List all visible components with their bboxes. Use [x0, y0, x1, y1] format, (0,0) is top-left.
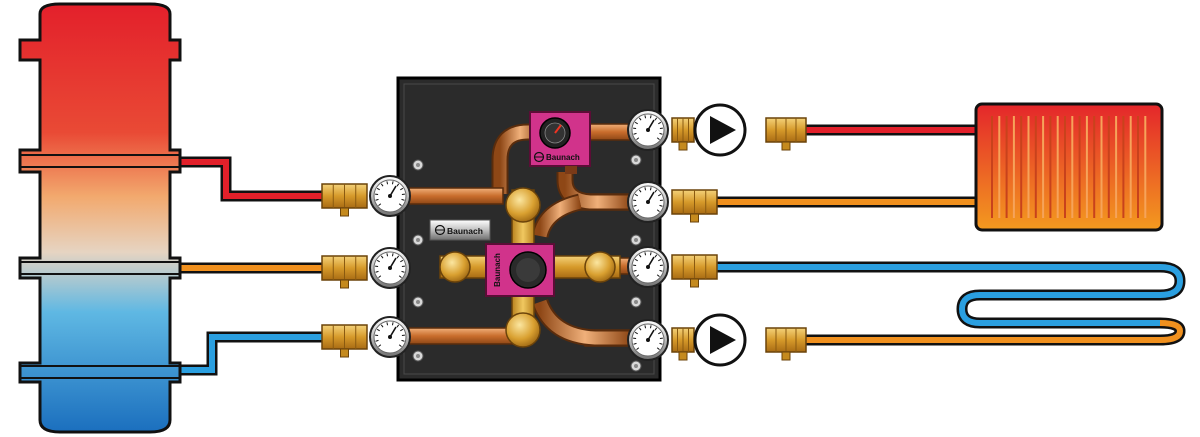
pump-top — [693, 103, 747, 157]
fitting-left-2 — [321, 255, 368, 289]
panel-nameplate: Baunach — [429, 219, 491, 241]
bolt-icon — [630, 360, 642, 372]
valve-top-brand-label: Baunach — [546, 153, 580, 162]
gauge-dial-icon — [369, 316, 411, 358]
fitting-right-1 — [671, 117, 695, 151]
bolt-icon — [630, 154, 642, 166]
fitting-pump-top — [765, 117, 807, 151]
panel-brand-label: Baunach — [447, 226, 483, 236]
baunach-logo-icon — [533, 151, 545, 163]
fitting-left-1 — [321, 183, 368, 217]
pump-bottom — [693, 313, 747, 367]
bolt-icon — [412, 350, 424, 362]
gauge-dial-icon — [627, 246, 669, 288]
baunach-logo-icon — [434, 224, 446, 236]
gauges — [369, 109, 669, 361]
buffer-tank-icon — [18, 2, 182, 434]
gauge-dial-icon — [627, 109, 669, 151]
mixing-valve: Baunach — [485, 243, 555, 297]
bolt-icon — [412, 234, 424, 246]
fitting-right-2 — [671, 189, 718, 223]
fitting-pump-bottom — [765, 327, 807, 361]
brass-fittings — [321, 117, 807, 361]
gauge-dial-icon — [369, 175, 411, 217]
bolt-icon — [412, 296, 424, 308]
fitting-right-4 — [671, 327, 695, 361]
radiator-icon — [974, 102, 1164, 232]
gauge-dial-icon — [627, 181, 669, 223]
external-pipes — [180, 124, 1186, 376]
internal-copper-tubes — [407, 123, 631, 347]
bolt-icon — [412, 159, 424, 171]
valve-center-brand-label: Baunach — [493, 253, 502, 287]
mounting-bolts — [412, 154, 642, 372]
fitting-left-3 — [321, 324, 368, 358]
bolt-icon — [630, 234, 642, 246]
gauge-dial-icon — [627, 319, 669, 361]
thermostatic-valve: Baunach — [529, 111, 591, 174]
gauge-dial-icon — [369, 247, 411, 289]
bolt-icon — [630, 296, 642, 308]
fitting-right-3 — [671, 254, 718, 288]
